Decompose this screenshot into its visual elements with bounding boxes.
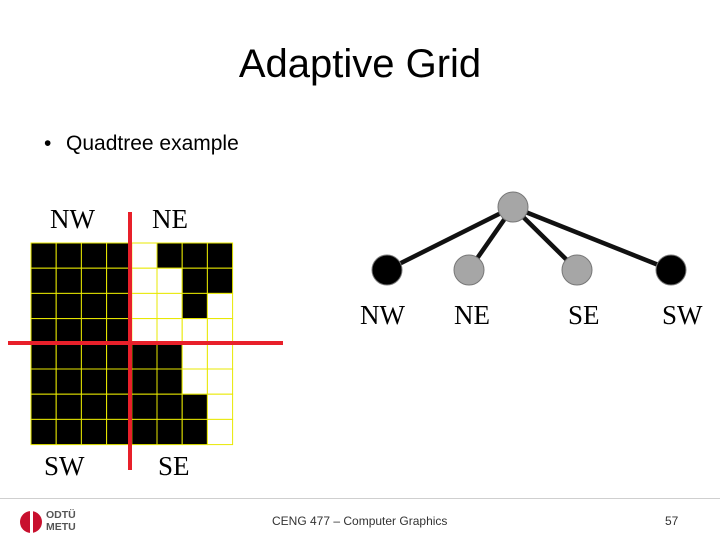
tree-root-node — [497, 191, 529, 223]
grid-cell — [55, 393, 82, 420]
grid-cell — [181, 418, 208, 446]
grid-label-sw: SW — [44, 451, 85, 481]
tree-child-node — [371, 254, 403, 286]
grid-cell — [156, 318, 183, 345]
bullet-text: Quadtree example — [66, 132, 239, 155]
grid-label-nw: NW — [50, 204, 95, 234]
grid-cell — [80, 292, 108, 320]
university-logo: ODTÜ METU — [18, 508, 82, 536]
grid-cell — [55, 418, 82, 446]
grid-cell — [131, 242, 158, 269]
grid-cell — [80, 267, 108, 294]
tree-label-nw: NW — [360, 300, 405, 330]
grid-cell — [181, 368, 208, 395]
grid-cell — [181, 267, 208, 294]
grid-cell — [206, 368, 234, 395]
tree-label-se: SE — [568, 300, 600, 330]
grid-cell — [181, 393, 208, 420]
bullet-item: • Quadtree example — [44, 132, 239, 156]
grid-cell — [181, 242, 208, 269]
tree-edge — [385, 204, 515, 273]
tree-child-node — [453, 254, 485, 286]
footer-page-number: 57 — [665, 514, 679, 528]
grid-cell — [106, 418, 133, 446]
logo-text: ODTÜ METU — [46, 509, 76, 533]
tree-edge — [512, 204, 672, 273]
grid-cell — [131, 393, 158, 420]
grid-cell — [30, 393, 57, 420]
logo-emblem-icon — [20, 511, 42, 533]
logo-line-1: ODTÜ — [46, 509, 76, 521]
grid-label-se: SE — [158, 451, 190, 481]
grid-cell — [206, 242, 234, 269]
grid-cell — [106, 393, 133, 420]
grid-cell — [206, 267, 234, 294]
tree-child-node — [655, 254, 687, 286]
grid-cell — [106, 318, 133, 345]
grid-cell — [55, 318, 82, 345]
logo-line-2: METU — [46, 521, 76, 533]
grid-cell — [206, 418, 234, 446]
footer-divider — [0, 498, 720, 499]
grid-cell — [80, 242, 108, 269]
grid-label-ne: NE — [152, 204, 188, 234]
footer-course: CENG 477 – Computer Graphics — [272, 514, 448, 528]
grid-cell — [55, 368, 82, 395]
tree-child-node — [561, 254, 593, 286]
grid-cell — [30, 368, 57, 395]
grid-cell — [156, 292, 183, 320]
grid-cell — [156, 393, 183, 420]
slide-title: Adaptive Grid — [238, 42, 482, 86]
tree-label-ne: NE — [454, 300, 490, 330]
tree-label-sw: SW — [662, 300, 703, 330]
grid-cell — [206, 393, 234, 420]
bullet-dot: • — [44, 132, 52, 155]
